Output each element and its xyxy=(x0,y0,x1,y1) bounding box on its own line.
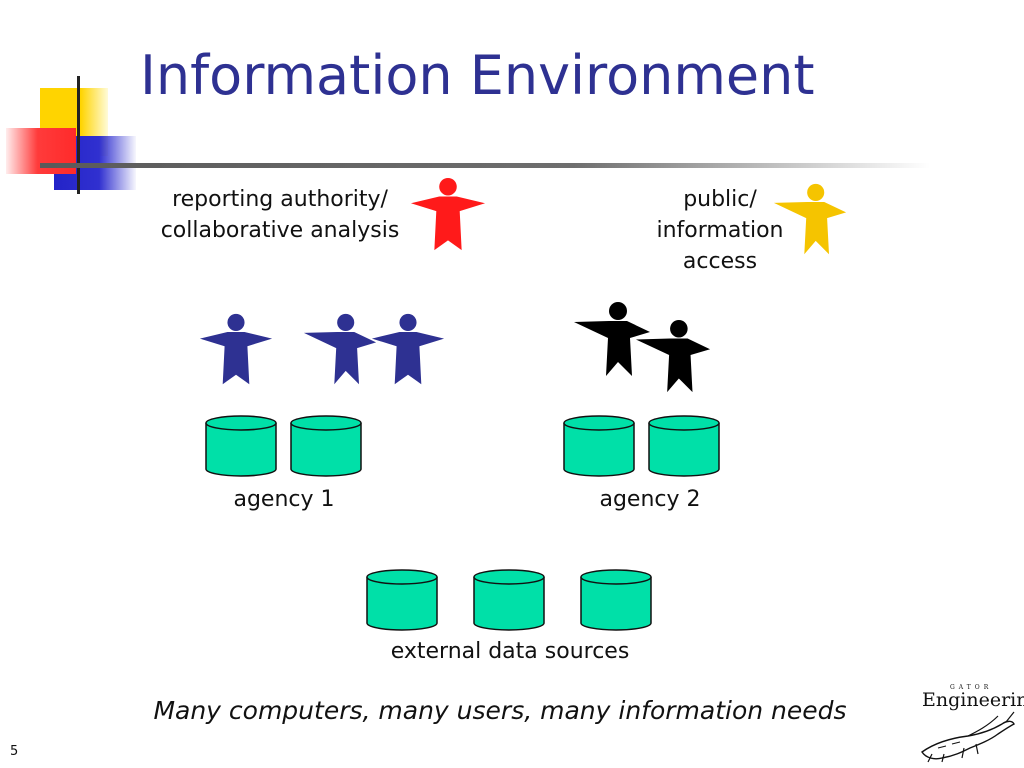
public-user-icon xyxy=(773,183,847,255)
logo-engineering-text: Engineering xyxy=(922,689,1024,711)
title-underline xyxy=(40,163,930,168)
agency1-label: agency 1 xyxy=(233,487,335,512)
public-access-label: public/ information access xyxy=(656,187,784,274)
agency2-database-icon xyxy=(563,415,635,477)
decor-vertical-line xyxy=(77,76,80,194)
agency1-user-icon xyxy=(199,313,273,385)
page-number: 5 xyxy=(10,744,19,759)
reporting-user-icon xyxy=(410,177,486,251)
slide-tagline: Many computers, many users, many informa… xyxy=(153,696,847,725)
external-database-icon xyxy=(580,569,652,631)
external-database-icon xyxy=(473,569,545,631)
agency1-database-icon xyxy=(205,415,277,477)
logo-gator-text: GATOR xyxy=(950,684,993,691)
gator-logo-icon xyxy=(921,711,1015,763)
agency2-user-icon xyxy=(635,319,711,393)
external-database-icon xyxy=(366,569,438,631)
reporting-authority-label: reporting authority/ collaborative analy… xyxy=(160,187,400,243)
slide-title: Information Environment xyxy=(140,44,815,107)
agency1-database-icon xyxy=(290,415,362,477)
agency2-label: agency 2 xyxy=(599,487,701,512)
agency1-user-icon xyxy=(371,313,445,385)
external-data-sources-label: external data sources xyxy=(390,639,630,664)
agency2-database-icon xyxy=(648,415,720,477)
